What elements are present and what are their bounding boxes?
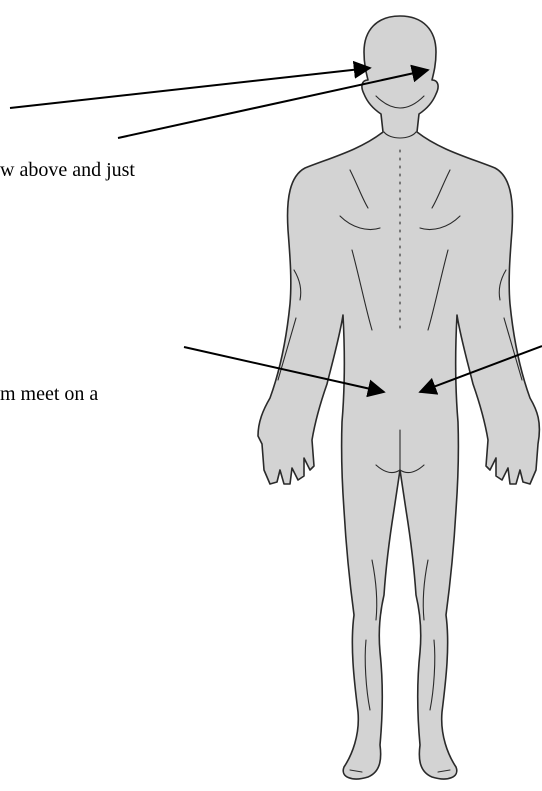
arrow-to-left-head (10, 68, 370, 108)
human-figure-back-view (258, 16, 539, 779)
